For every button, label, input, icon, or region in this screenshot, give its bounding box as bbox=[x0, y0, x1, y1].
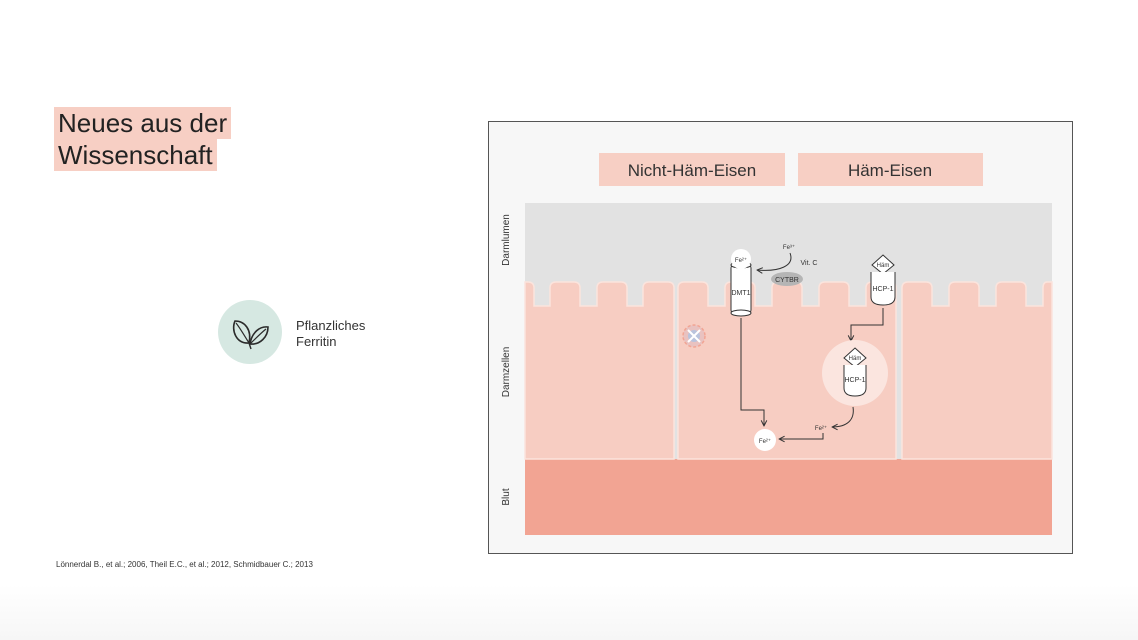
heme-inner-icon bbox=[843, 347, 867, 397]
title-line-1: Neues aus der bbox=[54, 107, 232, 139]
header-heme: Häm-Eisen bbox=[848, 161, 932, 180]
cell-right bbox=[901, 281, 1053, 460]
citation: Lönnerdal B., et al.; 2006, Theil E.C., … bbox=[56, 560, 313, 569]
ham-top-label: Häm bbox=[877, 263, 890, 269]
zone-label-lumen: Darmlumen bbox=[501, 214, 512, 266]
vesicle-release-arrow bbox=[832, 406, 854, 427]
fe2-bottom-label: Fe²⁺ bbox=[759, 438, 771, 445]
heme-down-arrow bbox=[851, 308, 884, 341]
reduction-arrow bbox=[757, 252, 792, 270]
iron-absorption-diagram: Nicht-Häm-Eisen Häm-Eisen Darmlumen Darm… bbox=[488, 121, 1073, 554]
cytbr-label: CYTBR bbox=[775, 277, 799, 284]
fe2-dmt-label: Fe²⁺ bbox=[735, 257, 747, 264]
leaves-icon bbox=[232, 320, 269, 350]
fe2-merge-arrow bbox=[779, 433, 824, 439]
vit-c-label: Vit. C bbox=[801, 260, 818, 267]
fe2-right-label: Fe²⁺ bbox=[815, 425, 827, 432]
title-line-2: Wissenschaft bbox=[54, 139, 217, 171]
hcp1-inner-label: HCP-1 bbox=[844, 377, 865, 384]
dmt1-label: DMT1 bbox=[731, 290, 750, 297]
bottom-fade bbox=[0, 585, 1138, 640]
leaves-icon-badge bbox=[218, 300, 282, 364]
badge-label-line1: Pflanzliches bbox=[296, 318, 366, 333]
blocked-ferritin-icon bbox=[682, 324, 706, 348]
dmt1-transporter bbox=[730, 261, 752, 317]
fe3-lumen-label: Fe³⁺ bbox=[783, 244, 795, 251]
dmt1-down-arrow bbox=[740, 318, 764, 426]
cytbr-enzyme bbox=[771, 272, 803, 286]
cell-left bbox=[524, 281, 675, 460]
ham-inner-label: Häm bbox=[849, 356, 862, 362]
header-non-heme: Nicht-Häm-Eisen bbox=[628, 161, 756, 180]
hcp1-top-label: HCP-1 bbox=[872, 286, 893, 293]
badge-label-line2: Ferritin bbox=[296, 334, 337, 349]
badge-label: Pflanzliches Ferritin bbox=[296, 318, 365, 350]
zone-label-cells: Darmzellen bbox=[501, 347, 512, 398]
heme-top-icon bbox=[870, 254, 896, 306]
zone-label-blood: Blut bbox=[501, 488, 512, 505]
fe2-dmt-bubble bbox=[731, 249, 751, 269]
blood-zone bbox=[525, 459, 1052, 535]
header-heme-box bbox=[798, 153, 983, 186]
fe2-bottom-bubble bbox=[754, 429, 776, 451]
header-non-heme-box bbox=[599, 153, 785, 186]
